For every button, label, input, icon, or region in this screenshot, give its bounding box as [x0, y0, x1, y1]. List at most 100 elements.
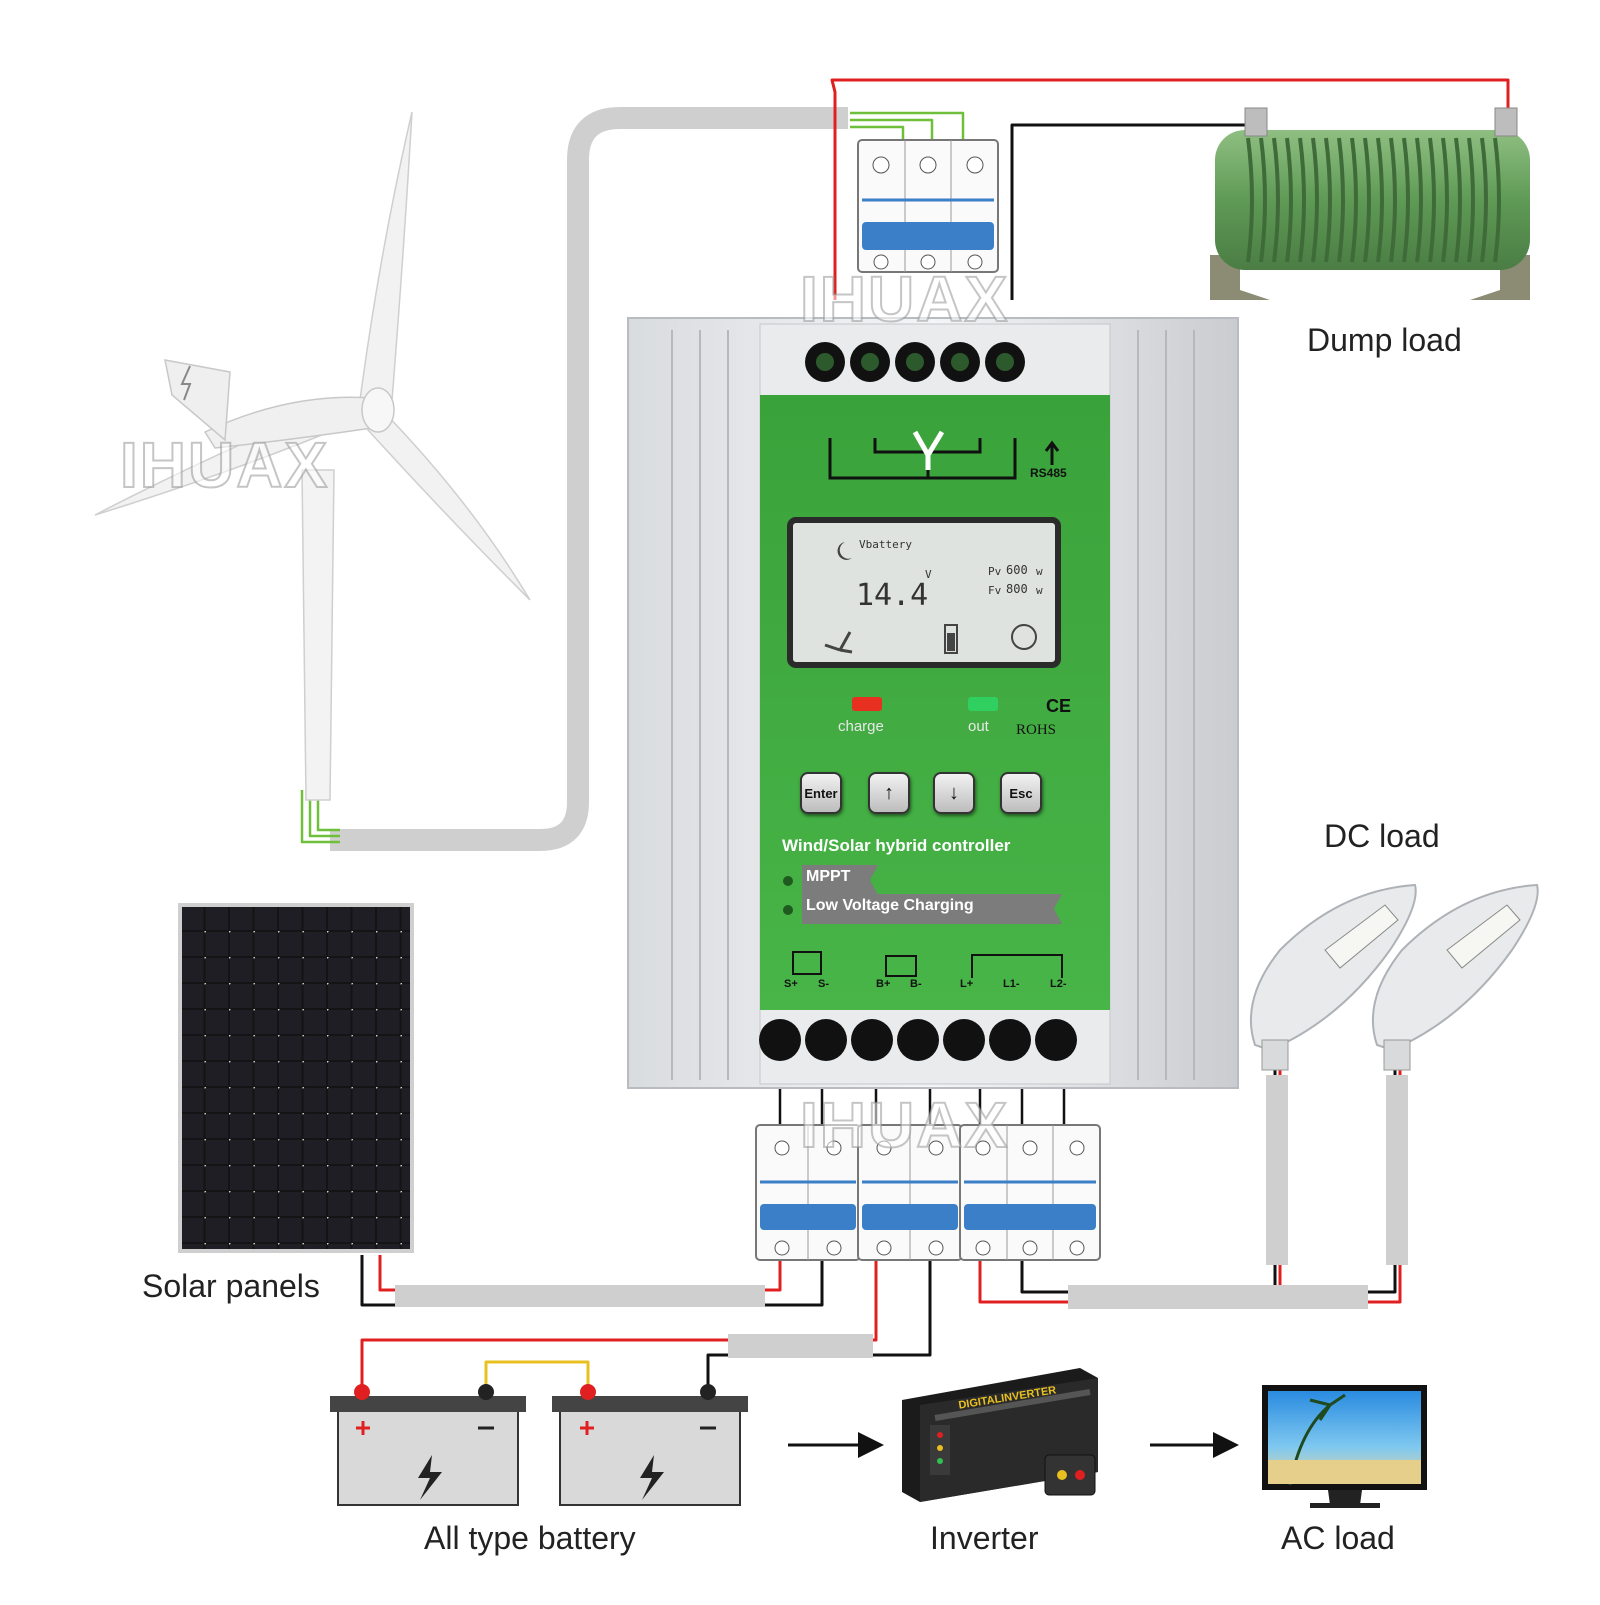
terminal-label: B- [910, 978, 922, 990]
lcd-fv-value: 800 [1006, 582, 1028, 596]
coil-ridge [1428, 137, 1436, 263]
low-voltage-label: Low Voltage Charging [806, 897, 974, 914]
coil-ridge [1454, 137, 1462, 263]
turbine-cable [330, 107, 848, 851]
wind-turbine [94, 111, 531, 801]
battery-label: All type battery [424, 1520, 636, 1556]
solar-red-wire [378, 1255, 782, 1292]
breaker-solar [755, 1124, 861, 1261]
lcd-vbattery-label: Vbattery [859, 538, 912, 551]
breaker-battery [857, 1124, 963, 1261]
led-out-label: out [968, 718, 989, 735]
enter-button[interactable]: Enter [800, 772, 842, 814]
dump-load-red-wire [830, 78, 1510, 300]
dump-load-resistor [1210, 107, 1530, 300]
turbine-hub [361, 387, 395, 433]
up-button[interactable]: ↑ [868, 772, 910, 814]
coil-ridge [1467, 137, 1475, 263]
battery-icon-small [885, 955, 917, 977]
lcd-pv-label: Pv [988, 565, 1002, 578]
turbine-bolt-icon [180, 365, 192, 401]
led-charge [852, 697, 882, 711]
lamp1-cable [1266, 1075, 1288, 1265]
watermark: IHUAX [799, 262, 1010, 336]
ce-mark: CE [1046, 696, 1072, 716]
coil-ridge [1259, 137, 1267, 263]
top-breaker [857, 139, 999, 273]
turbine-tower [301, 469, 335, 801]
controller-title: Wind/Solar hybrid controller [782, 836, 1011, 855]
coil-ridge [1285, 137, 1293, 263]
led-charge-label: charge [838, 718, 884, 735]
coil-ridge [1298, 137, 1306, 263]
inverter-remote [1044, 1454, 1096, 1496]
lcd-fv-unit: w [1036, 584, 1043, 597]
top-terminals [805, 342, 1025, 382]
controller-housing [627, 317, 1239, 1089]
turbine-foot-wires [300, 790, 340, 844]
solar-panels-label: Solar panels [142, 1268, 320, 1304]
lcd-pv-unit: w [1036, 565, 1043, 578]
battery-red-wire [360, 1255, 878, 1392]
solar-panel-icon [792, 951, 822, 975]
wiring [300, 78, 1510, 1392]
terminal-label: S- [818, 978, 829, 990]
terminal-label: L1- [1003, 978, 1020, 990]
dump-load-black-wire [1010, 123, 1250, 300]
coil-ridge [1246, 137, 1254, 263]
ac-load-label: AC load [1281, 1520, 1395, 1556]
coil-ridge [1350, 137, 1358, 263]
lcd-bulb-icon [1011, 624, 1037, 650]
lcd-fv-label: Fv [988, 584, 1002, 597]
turbine-phase-wires [850, 111, 965, 142]
terminal-label: S+ [784, 978, 798, 990]
esc-button[interactable]: Esc [1000, 772, 1042, 814]
dc-load-label: DC load [1324, 818, 1440, 854]
street-lamp-2 [1371, 883, 1539, 1071]
low-voltage-banner [802, 894, 1062, 924]
resistor-coil [1246, 137, 1501, 263]
watermark: IHUAX [799, 1088, 1010, 1162]
coil-ridge [1389, 137, 1397, 263]
resistor-bracket-left [1210, 255, 1270, 300]
terminal-label: L2- [1050, 978, 1067, 990]
breaker-load [959, 1124, 1101, 1261]
coil-ridge [1493, 137, 1501, 263]
solar-cable-sleeve [395, 1285, 765, 1307]
load-cable-sleeve [1068, 1285, 1368, 1309]
rs485-arrow-icon [1044, 440, 1060, 465]
mppt-banner [802, 865, 878, 895]
output-breakers [755, 1124, 1101, 1261]
inverter [902, 1368, 1098, 1502]
lcd-voltage-value: 14.4 [856, 578, 929, 613]
down-button[interactable]: ↓ [933, 772, 975, 814]
lcd-moon-icon [837, 542, 852, 560]
battery-2 [552, 1384, 748, 1506]
bolt-icon [418, 1455, 442, 1500]
tv [1262, 1385, 1427, 1508]
lcd-screen [787, 517, 1061, 668]
rohs-mark: ROHS [1016, 722, 1057, 738]
watermark: IHUAX [119, 428, 330, 502]
turbine-blade-up [359, 111, 413, 401]
resistor-bracket-right [1470, 255, 1530, 300]
lcd-voltage-unit: V [925, 568, 932, 581]
turbine-tail [164, 359, 231, 442]
dump-load-label: Dump load [1307, 322, 1462, 358]
coil-ridge [1480, 137, 1488, 263]
battery-black-wire [706, 1255, 932, 1392]
street-lamp-1 [1249, 883, 1417, 1071]
mppt-label: MPPT [806, 868, 851, 885]
coil-ridge [1272, 137, 1280, 263]
lcd-battery-icon [944, 624, 958, 654]
battery-1 [330, 1384, 526, 1506]
wind-fan-icon [912, 430, 945, 470]
solar-panel [178, 903, 414, 1253]
coil-ridge [1311, 137, 1319, 263]
bolt-icon [640, 1455, 664, 1500]
controller-out-wires [778, 1085, 1066, 1135]
inverter-label: Inverter [930, 1520, 1039, 1556]
rs485-label: RS485 [1030, 466, 1067, 480]
terminal-label: B+ [876, 978, 891, 990]
